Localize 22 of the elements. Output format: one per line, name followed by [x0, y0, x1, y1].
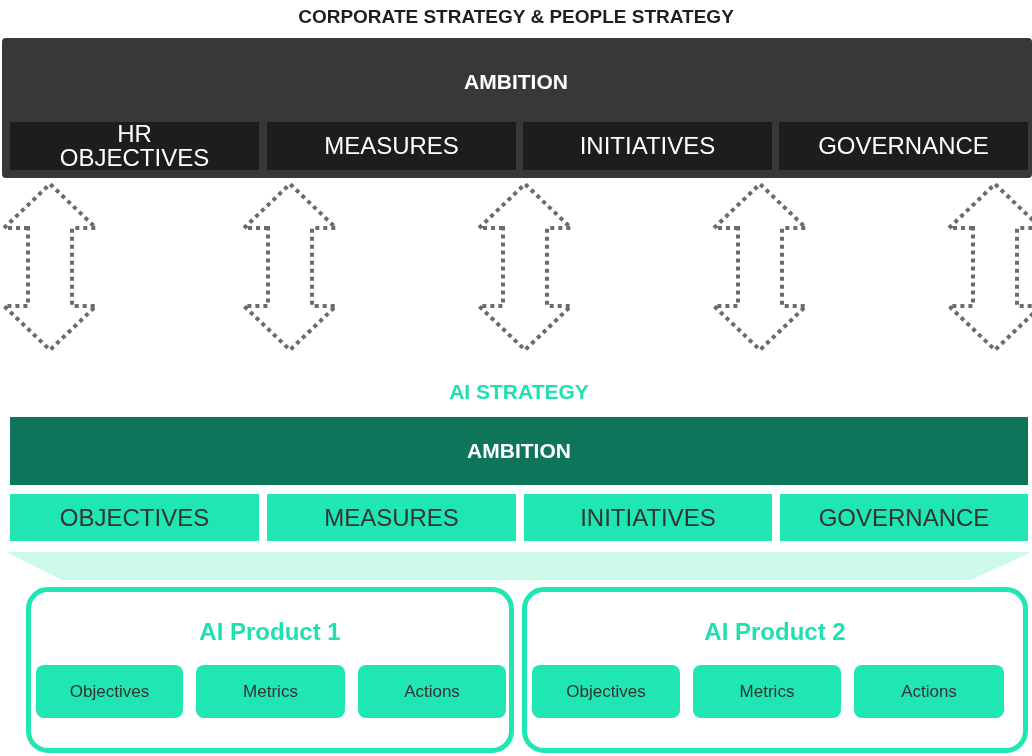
band-title: AMBITION [463, 69, 569, 95]
item-box: Metrics [196, 665, 345, 718]
product-box [522, 587, 1028, 753]
category-cell: INITIATIVES [524, 494, 772, 541]
category-cell: MEASURES [267, 494, 516, 541]
ambition-band: AMBITION [10, 417, 1028, 485]
category-cell: GOVERNANCE [779, 122, 1028, 170]
category-cell: MEASURES [267, 122, 516, 170]
item-box: Actions [358, 665, 506, 718]
item-box: Objectives [36, 665, 183, 718]
item-box: Actions [854, 665, 1004, 718]
category-cell: OBJECTIVES [10, 494, 259, 541]
product-title: AI Product 1 [198, 617, 342, 647]
product-box [26, 587, 514, 753]
category-cell: INITIATIVES [523, 122, 772, 170]
section-heading: AI STRATEGY [448, 379, 590, 405]
item-box: Metrics [693, 665, 841, 718]
category-cell: HR OBJECTIVES [10, 122, 259, 170]
item-box: Objectives [532, 665, 680, 718]
diagram-heading: CORPORATE STRATEGY & PEOPLE STRATEGY [297, 5, 735, 29]
category-cell: GOVERNANCE [780, 494, 1028, 541]
product-title: AI Product 2 [703, 617, 847, 647]
